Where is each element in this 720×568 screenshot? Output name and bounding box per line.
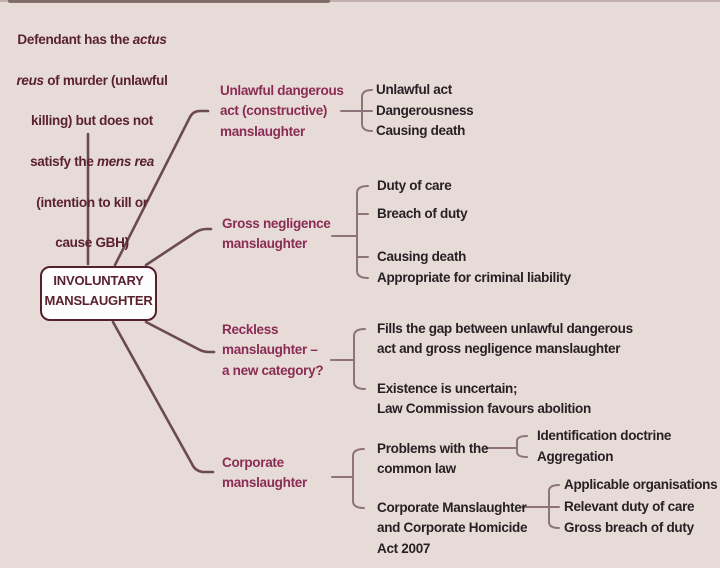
item-fills-the-gap: Fills the gap between unlawful dangerous… (377, 321, 633, 357)
bracket-3-spine (353, 328, 366, 390)
item-causing-death-2: Causing death (377, 249, 467, 264)
central-node-line1: INVOLUNTARY (53, 273, 144, 288)
item-relevant-duty-of-care: Relevant duty of care (564, 499, 695, 514)
branch-3-root-line (144, 320, 216, 354)
item-appropriate-criminal-liability: Appropriate for criminal liability (377, 270, 571, 285)
note-line: reus of murder (unlawful (16, 72, 168, 88)
note-line: Defendant has the actus (17, 32, 167, 48)
item-gross-breach-of-duty: Gross breach of duty (564, 520, 694, 535)
item-corporate-homicide-act: Corporate Manslaughter and Corporate Hom… (377, 500, 528, 556)
central-node-involuntary-manslaughter: INVOLUNTARY MANSLAUGHTER (40, 266, 157, 321)
item-problems-common-law: Problems with the common law (377, 441, 489, 477)
branch-label-reckless-manslaughter: Reckless manslaughter – a new category? (222, 322, 324, 378)
item-breach-of-duty: Breach of duty (377, 206, 468, 221)
bracket-1-spine (361, 89, 373, 132)
branch-label-unlawful-dangerous-act: Unlawful dangerous act (constructive) ma… (220, 83, 344, 139)
top-edge-artifact (0, 0, 720, 2)
item-dangerousness: Dangerousness (376, 103, 474, 118)
note-line: satisfy the mens rea (30, 154, 154, 170)
bracket-4-spine (352, 448, 365, 509)
branch-1-root-line (113, 109, 210, 267)
item-applicable-organisations: Applicable organisations (564, 477, 718, 492)
note-line: cause GBH) (55, 235, 129, 251)
branch-4-root-line (111, 320, 215, 474)
central-node-line2: MANSLAUGHTER (44, 293, 153, 308)
bracket-2-spine (356, 185, 369, 279)
branch-label-corporate-manslaughter: Corporate manslaughter (222, 455, 307, 491)
item-existence-uncertain: Existence is uncertain; Law Commission f… (377, 381, 591, 417)
top-edge-artifact-dark (8, 0, 330, 3)
note-line: killing) but does not (31, 113, 153, 129)
item-duty-of-care: Duty of care (377, 178, 452, 193)
bracket-4a-spine (516, 435, 528, 458)
bracket-4b-spine (548, 484, 560, 529)
branch-2-root-line (144, 227, 213, 267)
defendant-note: Defendant has the actus reus of murder (… (6, 10, 178, 274)
branch-label-gross-negligence: Gross negligence manslaughter (222, 216, 331, 252)
item-unlawful-act: Unlawful act (376, 82, 452, 97)
item-causing-death-1: Causing death (376, 123, 466, 138)
item-aggregation: Aggregation (537, 449, 614, 464)
note-line: (intention to kill or (36, 194, 148, 210)
item-identification-doctrine: Identification doctrine (537, 428, 672, 443)
